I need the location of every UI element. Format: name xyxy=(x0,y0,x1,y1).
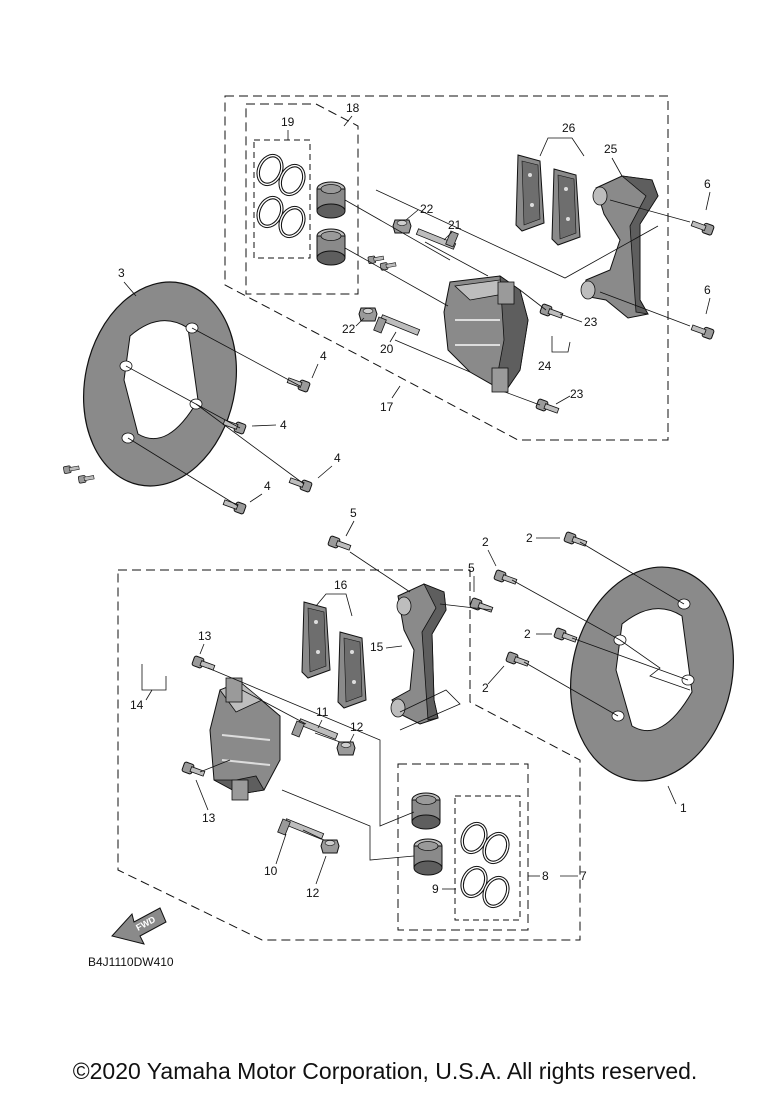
callout-labels: 18 19 26 25 6 6 22 21 22 20 23 24 23 17 … xyxy=(118,101,711,900)
callout-18: 18 xyxy=(346,101,360,115)
caliper-body-upper xyxy=(443,275,529,393)
callout-6a: 6 xyxy=(704,177,711,191)
callout-22a: 22 xyxy=(420,202,434,216)
brake-pad-kit-26 xyxy=(515,154,581,246)
callout-1: 1 xyxy=(680,801,687,815)
rotor3-leader-lines xyxy=(125,327,305,507)
callout-4b: 4 xyxy=(280,418,287,432)
piston-seal-19 xyxy=(251,150,311,242)
callout-9: 9 xyxy=(432,882,439,896)
copyright-notice: ©2020 Yamaha Motor Corporation, U.S.A. A… xyxy=(72,1058,698,1084)
bolt-6 xyxy=(689,218,715,341)
callout-11: 11 xyxy=(316,705,329,719)
upper-caliper-assembly xyxy=(224,95,715,441)
callout-2a: 2 xyxy=(482,535,489,549)
callout-2c: 2 xyxy=(524,627,531,641)
callout-12b: 12 xyxy=(306,886,320,900)
boot-12 xyxy=(320,741,356,854)
callout-25: 25 xyxy=(604,142,618,156)
callout-10: 10 xyxy=(264,864,278,878)
callout-4d: 4 xyxy=(264,479,271,493)
caliper-piston xyxy=(316,181,346,266)
bolt-4 xyxy=(221,374,313,515)
caliper-bracket-15 xyxy=(390,583,447,725)
callout-23b: 23 xyxy=(570,387,584,401)
callout-2d: 2 xyxy=(482,681,489,695)
callout-20: 20 xyxy=(380,342,394,356)
callout-22b: 22 xyxy=(342,322,356,336)
lower-caliper-assembly xyxy=(62,463,581,941)
pin-11 xyxy=(291,718,339,740)
callout-13b: 13 xyxy=(202,811,216,825)
pin-20 xyxy=(373,314,421,336)
callout-4c: 4 xyxy=(334,451,341,465)
callout-16: 16 xyxy=(334,578,348,592)
callout-15: 15 xyxy=(370,640,384,654)
callout-4a: 4 xyxy=(320,349,327,363)
lower-leader-lines xyxy=(199,551,493,861)
bleed-screw-24 xyxy=(367,253,397,271)
brake-disc-3 xyxy=(82,281,238,487)
bleed-screw-14 xyxy=(62,463,95,484)
callout-21: 21 xyxy=(448,218,462,232)
bolt-13 xyxy=(181,655,217,780)
callout-24: 24 xyxy=(538,359,552,373)
pin-10 xyxy=(277,818,325,840)
rotor1-leader-lines xyxy=(511,541,691,717)
callout-14: 14 xyxy=(130,698,144,712)
bolt-2 xyxy=(493,531,589,670)
piston-seal-9 xyxy=(455,818,515,912)
callout-8: 8 xyxy=(542,869,549,883)
pin-21 xyxy=(415,228,459,250)
fwd-arrow-icon: FWD xyxy=(111,907,167,945)
callout-6b: 6 xyxy=(704,283,711,297)
caliper-piston-lower xyxy=(411,792,443,876)
callout-2b: 2 xyxy=(526,531,533,545)
callout-13a: 13 xyxy=(198,629,212,643)
callout-5b: 5 xyxy=(468,561,475,575)
caliper-bracket-25 xyxy=(580,175,659,319)
callout-7: 7 xyxy=(580,869,587,883)
caliper-body-lower xyxy=(209,677,281,801)
brake-pad-kit-16 xyxy=(301,601,367,709)
diagram-code: B4J1110DW410 xyxy=(88,955,174,969)
upper-leader-lines xyxy=(344,189,691,406)
callout-5a: 5 xyxy=(350,506,357,520)
callout-3: 3 xyxy=(118,266,125,280)
callout-23a: 23 xyxy=(584,315,598,329)
callout-12a: 12 xyxy=(350,720,364,734)
callout-17: 17 xyxy=(380,400,394,414)
callout-26: 26 xyxy=(562,121,576,135)
callout-19: 19 xyxy=(281,115,295,129)
